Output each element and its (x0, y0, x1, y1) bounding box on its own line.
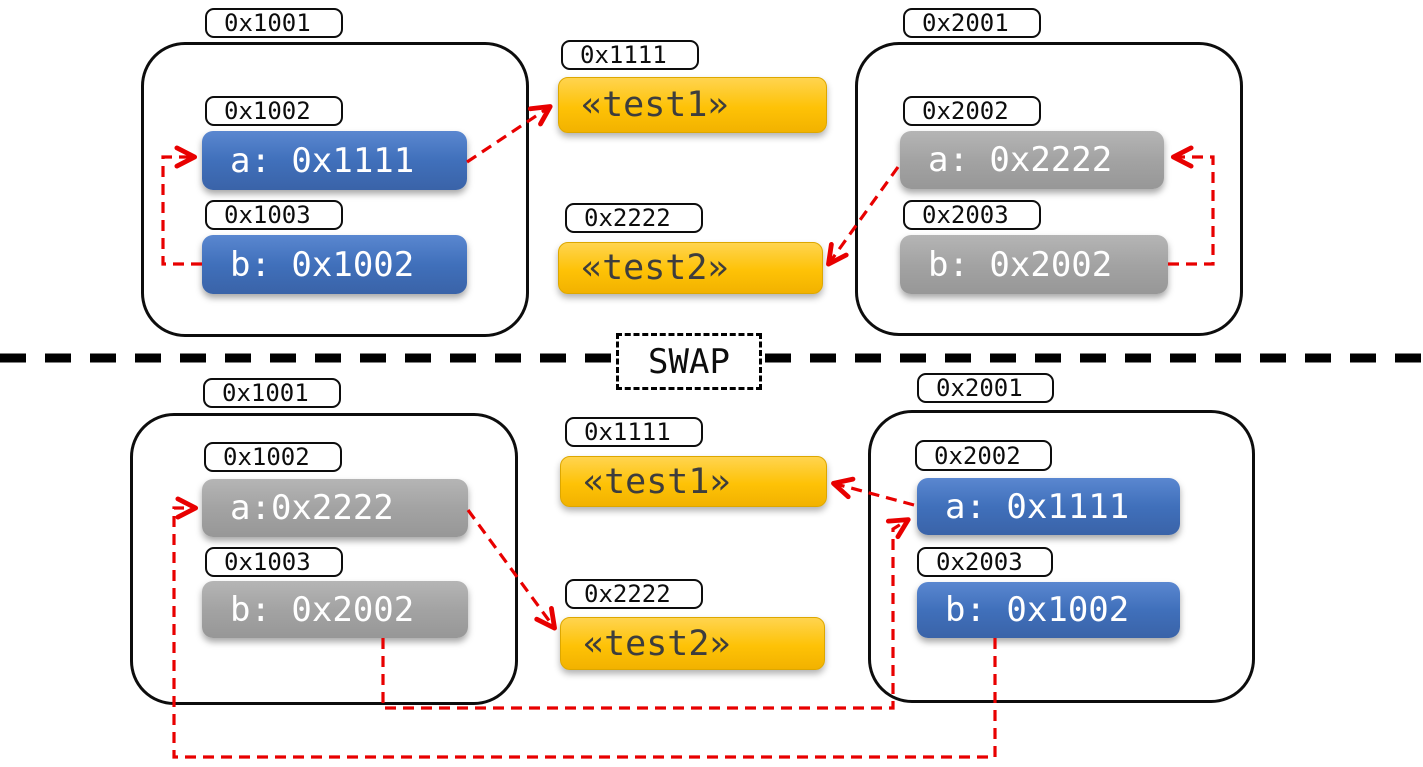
address-label: 0x1002 (223, 443, 310, 471)
address-label: 0x1003 (224, 201, 311, 229)
value-box-test2: «test2» (558, 242, 823, 294)
field-label: a: 0x1111 (230, 140, 415, 181)
value-label: «test1» (581, 85, 729, 125)
address-tag: 0x2002 (915, 440, 1052, 471)
swap-operation-box: SWAP (616, 333, 762, 390)
field-box-b: b: 0x1002 (202, 235, 467, 294)
address-label: 0x2222 (584, 580, 671, 608)
value-label: «test2» (583, 623, 731, 664)
address-tag: 0x2003 (917, 547, 1053, 577)
value-label: «test1» (583, 461, 731, 502)
address-tag: 0x2001 (917, 373, 1054, 403)
field-label: b: 0x1002 (945, 590, 1130, 630)
address-label: 0x1002 (224, 97, 311, 125)
address-tag: 0x2222 (565, 579, 703, 609)
field-box-a: a:0x2222 (202, 479, 468, 537)
address-label: 0x1001 (222, 379, 309, 407)
address-tag: 0x1111 (565, 417, 703, 447)
field-label: a: 0x2222 (928, 140, 1113, 180)
field-box-a: a: 0x1111 (917, 478, 1180, 535)
address-label: 0x2003 (936, 548, 1023, 576)
address-label: 0x1111 (580, 41, 667, 69)
value-box-test2: «test2» (560, 617, 825, 670)
address-label: 0x2001 (922, 9, 1009, 37)
field-label: a:0x2222 (230, 488, 394, 528)
address-label: 0x2001 (936, 374, 1023, 402)
field-label: b: 0x2002 (928, 244, 1113, 285)
address-tag: 0x2001 (903, 8, 1041, 38)
field-box-b: b: 0x1002 (917, 582, 1180, 638)
field-label: b: 0x1002 (230, 244, 415, 285)
address-label: 0x2002 (922, 97, 1009, 125)
field-box-b: b: 0x2002 (900, 235, 1168, 294)
address-label: 0x2222 (584, 204, 671, 232)
address-tag: 0x1001 (205, 8, 343, 38)
field-label: a: 0x1111 (945, 486, 1130, 527)
value-box-test1: «test1» (558, 77, 827, 133)
address-tag: 0x1002 (205, 96, 343, 126)
address-label: 0x1111 (584, 418, 671, 446)
address-tag: 0x2003 (903, 200, 1041, 230)
address-tag: 0x1001 (203, 378, 341, 408)
field-box-a: a: 0x2222 (900, 131, 1164, 189)
address-tag: 0x2002 (903, 96, 1041, 126)
address-label: 0x1001 (224, 9, 311, 37)
address-label: 0x1003 (224, 548, 311, 576)
value-label: «test2» (581, 248, 729, 288)
address-tag: 0x1003 (205, 547, 343, 577)
address-tag: 0x1002 (204, 442, 342, 472)
field-box-a: a: 0x1111 (202, 131, 467, 190)
address-tag: 0x1003 (205, 200, 343, 230)
address-tag: 0x1111 (561, 40, 699, 70)
swap-label: SWAP (648, 341, 730, 382)
address-tag: 0x2222 (565, 203, 703, 233)
address-label: 0x2002 (934, 441, 1021, 470)
field-box-b: b: 0x2002 (202, 581, 468, 638)
address-label: 0x2003 (922, 201, 1009, 229)
value-box-test1: «test1» (560, 456, 827, 507)
field-label: b: 0x2002 (230, 589, 415, 630)
